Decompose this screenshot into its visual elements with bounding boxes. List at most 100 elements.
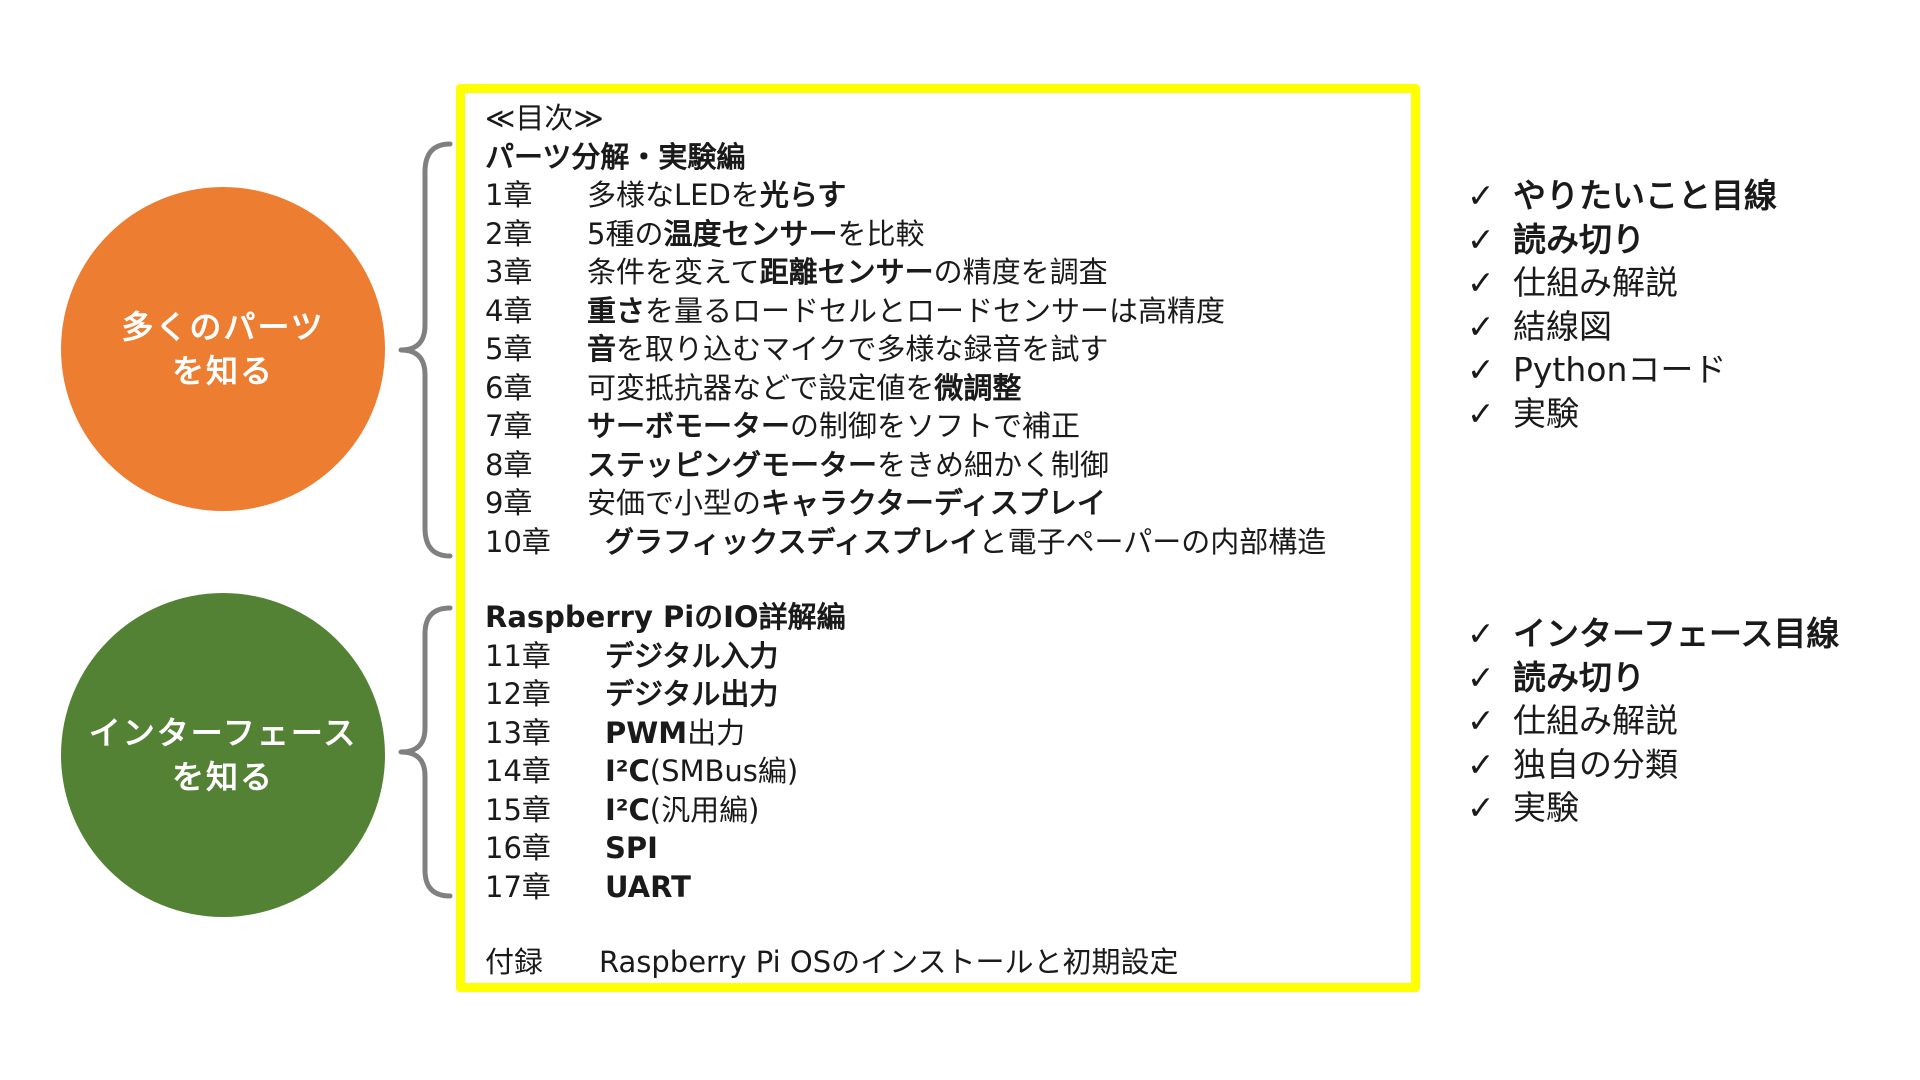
chapter-text: 安価で小型の (587, 486, 762, 520)
chapter-keyword: PWM (605, 715, 688, 750)
check-icon: ✓ (1467, 744, 1495, 784)
chapter-keyword: 音 (587, 332, 617, 366)
chapter-number: 13章 (485, 715, 551, 750)
toc-chapter-12: 12章 デジタル出力 (485, 675, 1411, 714)
chapter-number: 11章 (485, 638, 551, 673)
feature-text: 仕組み解説 (1513, 701, 1678, 740)
toc-chapter-17: 17章 UART (485, 868, 1411, 907)
chapter-text: 出力 (687, 715, 746, 750)
feature-text: 実験 (1513, 393, 1579, 433)
parts-feature-list: ✓やりたいこと目線 ✓読み切り ✓仕組み解説 ✓結線図 ✓Pythonコード ✓… (1467, 174, 1777, 435)
chapter-keyword: I²C (605, 792, 650, 827)
feature-text: やりたいこと目線 (1513, 176, 1777, 215)
chapter-number: 1章 (485, 178, 533, 212)
toc-chapter-1: 1章 多様なLEDを光らす (485, 176, 1411, 215)
chapter-number: 6章 (485, 370, 533, 405)
appendix-label: 付録 (485, 945, 544, 979)
chapter-text: と電子ペーパーの内部構造 (978, 524, 1327, 559)
chapter-text: を量るロードセルとロードセンサーは高精度 (645, 293, 1226, 328)
toc-chapter-8: 8章ステッピングモーターをきめ細かく制御 (485, 446, 1411, 485)
feature-item: ✓仕組み解説 (1467, 261, 1777, 305)
chapter-number: 17章 (485, 869, 551, 904)
chapter-text: (SMBus編) (649, 754, 799, 788)
check-icon: ✓ (1467, 393, 1495, 433)
appendix-text: Raspberry Pi OSのインストールと初期設定 (599, 945, 1179, 979)
chapter-text: 5種の (587, 216, 664, 251)
toc-chapter-10: 10章グラフィックスディスプレイと電子ペーパーの内部構造 (485, 523, 1411, 562)
interface-circle: インターフェース を知る (61, 593, 385, 917)
chapter-number: 5章 (485, 332, 533, 366)
feature-item: ✓読み切り (1467, 218, 1777, 262)
feature-text: インターフェース目線 (1513, 614, 1840, 653)
interface-circle-line1: インターフェース (88, 714, 358, 752)
feature-text: 実験 (1513, 788, 1579, 827)
chapter-text: 多様なLEDを (587, 178, 760, 212)
feature-text: Pythonコード (1513, 350, 1727, 389)
chapter-number: 9章 (485, 486, 533, 520)
check-icon: ✓ (1467, 657, 1495, 697)
chapter-text: の制御をソフトで補正 (790, 409, 1081, 443)
toc-chapter-11: 11章 デジタル入力 (485, 637, 1411, 676)
chapter-keyword: 微調整 (934, 370, 1022, 405)
chapter-keyword: UART (605, 869, 691, 904)
toc-chapter-9: 9章 安価で小型のキャラクターディスプレイ (485, 484, 1411, 523)
section1-title: パーツ分解・実験編 (485, 139, 746, 174)
toc-chapter-14: 14章 I²C(SMBus編) (485, 752, 1411, 791)
check-icon: ✓ (1467, 176, 1495, 215)
chapter-number: 4章 (485, 293, 533, 328)
toc-heading: ≪目次≫ (485, 101, 604, 135)
feature-text: 仕組み解説 (1513, 263, 1678, 302)
chapter-text: を比較 (837, 216, 925, 251)
chapter-keyword: I²C (605, 754, 650, 788)
chapter-number: 2章 (485, 216, 533, 251)
chapter-number: 15章 (485, 792, 551, 827)
chapter-keyword: キャラクターディスプレイ (761, 486, 1106, 520)
chapter-number: 12章 (485, 677, 551, 711)
chapter-number: 7章 (485, 409, 533, 443)
toc-chapter-7: 7章 サーボモーターの制御をソフトで補正 (485, 407, 1411, 446)
feature-item: ✓ インターフェース目線 (1467, 612, 1839, 656)
feature-item: ✓読み切り (1467, 656, 1839, 700)
check-icon: ✓ (1467, 788, 1495, 827)
check-icon: ✓ (1467, 350, 1495, 389)
chapter-keyword: デジタル入力 (605, 638, 779, 673)
chapter-keyword: 光らす (759, 178, 847, 212)
feature-item: ✓ 実験 (1467, 392, 1777, 436)
feature-item: ✓結線図 (1467, 305, 1777, 349)
parts-circle: 多くのパーツ を知る (61, 187, 385, 511)
toc-appendix: 付録 Raspberry Pi OSのインストールと初期設定 (485, 943, 1411, 982)
check-icon: ✓ (1467, 306, 1495, 346)
chapter-keyword: ステッピングモーター (587, 447, 878, 482)
feature-item: ✓ Pythonコード (1467, 348, 1777, 392)
chapter-keyword: 温度センサー (663, 216, 838, 251)
toc-chapter-13: 13章 PWM出力 (485, 714, 1411, 753)
check-icon: ✓ (1467, 614, 1495, 653)
interface-feature-list: ✓ インターフェース目線 ✓読み切り ✓ 仕組み解説 ✓独自の分類 ✓ 実験 (1467, 612, 1839, 830)
parts-circle-line2: を知る (171, 352, 274, 390)
toc-chapter-5: 5章 音を取り込むマイクで多様な録音を試す (485, 330, 1411, 369)
chapter-number: 14章 (485, 754, 551, 788)
parts-bracket (398, 141, 453, 559)
interface-bracket (398, 605, 453, 899)
toc-chapter-2: 2章 5種の温度センサーを比較 (485, 215, 1411, 254)
chapter-number: 8章 (485, 447, 533, 482)
chapter-number: 3章 (485, 255, 533, 289)
chapter-keyword: 重さ (587, 293, 646, 328)
chapter-keyword: デジタル出力 (605, 677, 779, 711)
chapter-text: を取り込むマイクで多様な録音を試す (616, 332, 1109, 366)
feature-item: ✓独自の分類 (1467, 743, 1839, 787)
toc-chapter-6: 6章 可変抵抗器などで設定値を微調整 (485, 369, 1411, 408)
feature-item: ✓ 実験 (1467, 786, 1839, 830)
chapter-number: 10章 (485, 524, 551, 559)
chapter-keyword: サーボモーター (587, 409, 791, 443)
chapter-text: 条件を変えて (587, 255, 760, 289)
chapter-keyword: 距離センサー (759, 255, 934, 289)
interface-circle-line2: を知る (171, 758, 274, 796)
parts-circle-line1: 多くのパーツ (121, 308, 325, 346)
chapter-text: 可変抵抗器などで設定値を (587, 370, 935, 405)
section2-title: Raspberry PiのIO詳解編 (485, 600, 846, 634)
